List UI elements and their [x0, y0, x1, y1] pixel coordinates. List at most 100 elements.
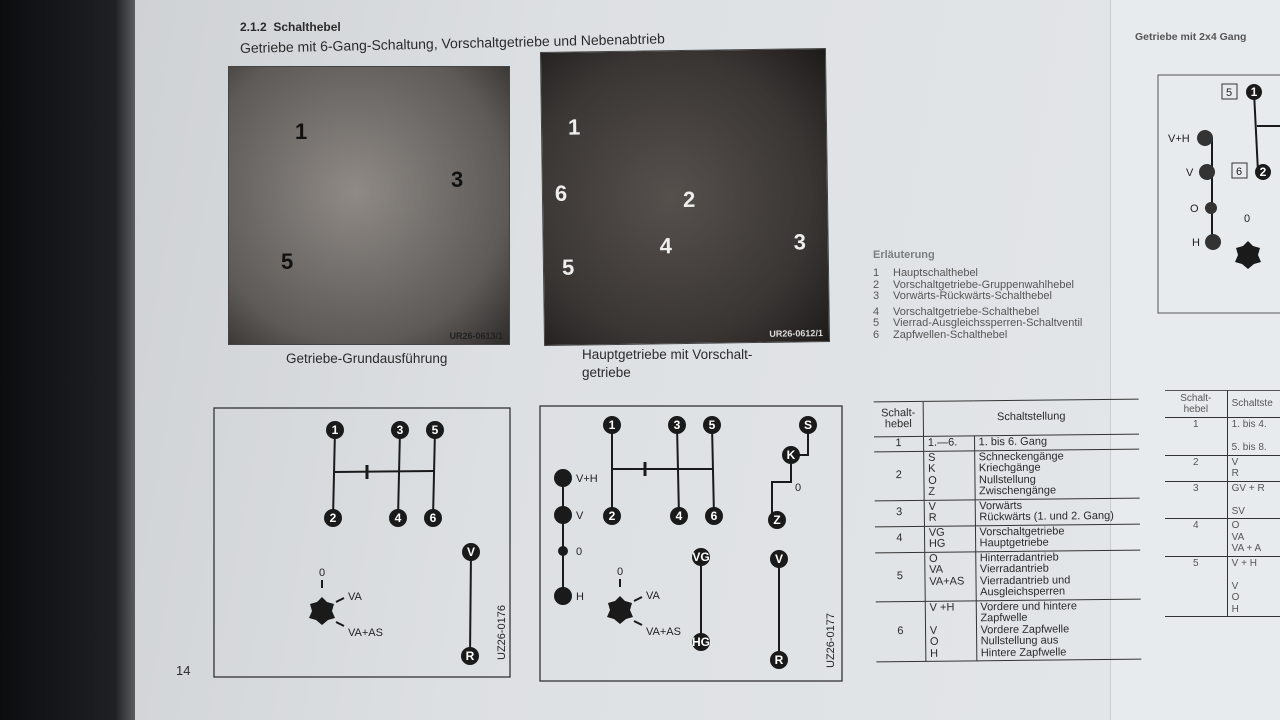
group-z-marker: Z [768, 511, 786, 529]
svg-text:5: 5 [432, 423, 439, 437]
svg-text:R: R [466, 649, 475, 663]
legend-text: Vorschaltgetriebe-Schalthebel [893, 305, 1040, 318]
svg-text:3: 3 [674, 418, 681, 432]
gear-1-marker: 1 [603, 416, 621, 434]
section-number: 2.1.2 [240, 20, 267, 34]
knob-label: 0 [1244, 213, 1250, 225]
gear-2-marker: 2 [603, 507, 621, 525]
pto-label: V+H [1168, 133, 1190, 145]
svg-text:1: 1 [609, 418, 616, 432]
legend-text: Vierrad-Ausgleichssperren-Schaltventil [893, 317, 1083, 329]
lever-cell: 4 [1165, 518, 1228, 557]
knob-label: VA+AS [348, 627, 383, 639]
photo-label: 1 [295, 119, 308, 144]
lever-cell: 3 [874, 499, 925, 527]
legend-number: 4 [873, 305, 880, 318]
position-cell: 1.—6. [923, 435, 975, 451]
reverse-marker: R [770, 651, 788, 669]
legend-number: 3 [873, 290, 880, 302]
svg-text:V: V [576, 510, 584, 522]
gear-4-marker: 4 [389, 509, 407, 527]
svg-text:V: V [775, 552, 783, 566]
svg-text:V: V [467, 545, 475, 559]
lever-cell: 2 [1165, 455, 1228, 482]
section-title: Schalthebel [273, 20, 341, 34]
position-cell: VG HG [924, 525, 976, 552]
pto-markers: V+H V 0 H [554, 469, 598, 605]
lever-cell: 1 [1165, 417, 1228, 456]
description-cell: Vorschaltgetriebe Hauptgetriebe [974, 523, 1141, 552]
boxed-label: 5 [1226, 87, 1232, 99]
gear-label: 1 [1251, 85, 1258, 99]
photo-caption: Getriebe-Grundausführung [286, 351, 448, 366]
forward-marker: V [462, 543, 480, 561]
legend-item: 4 Vorschaltgetriebe-Schalthebel [873, 305, 1082, 319]
photo-caption: Hauptgetriebe mit Vorschalt-getriebe [582, 346, 752, 382]
svg-text:HG: HG [692, 635, 710, 649]
diagram-basic-gearbox: 1 2 3 4 5 6 V R 0 VA VA+AS UZ26-0176 [213, 407, 511, 678]
group-s-marker: S [799, 416, 817, 434]
diagram-auxiliary-gearbox: 1 2 3 4 5 6 S K 0 Z V+H V 0 H VG HG V R … [539, 405, 843, 682]
lever-cell: 3 [1165, 481, 1228, 519]
pto-label: V [1186, 167, 1194, 179]
legend-item: 5 Vierrad-Ausgleichssperren-Schaltventil [873, 317, 1083, 330]
legend-item: 6 Zapfwellen-Schalthebel [873, 328, 1082, 342]
position-cell: V + H V O H [1227, 556, 1280, 617]
knob-label: VA [348, 591, 363, 603]
range-vg-marker: VG [692, 548, 710, 566]
gear-5-marker: 5 [426, 421, 444, 439]
lever-cell: 5 [1165, 556, 1228, 617]
diff-lock-knob-icon [1235, 241, 1261, 269]
gear-label: 2 [1260, 165, 1267, 179]
gear-4-marker: 4 [670, 507, 688, 525]
section-heading: 2.1.2 Schalthebel [240, 20, 341, 34]
lever-cell: 4 [874, 525, 925, 553]
svg-text:K: K [787, 448, 796, 462]
lever-cell: 1 [874, 436, 924, 452]
svg-text:6: 6 [711, 509, 718, 523]
pto-label: H [1192, 237, 1200, 249]
gear-2-marker: 2 [324, 509, 342, 527]
legend-text: Vorwärts-Rückwärts-Schalthebel [893, 290, 1052, 302]
svg-text:1: 1 [332, 423, 339, 437]
position-cell: V R [923, 499, 975, 526]
svg-text:S: S [804, 418, 812, 432]
forward-marker: V [770, 550, 788, 568]
position-cell: O VA VA+AS [924, 551, 976, 601]
svg-text:H: H [576, 591, 584, 603]
right-page-title: Getriebe mit 2x4 Gang [1135, 31, 1247, 43]
diagram-2x4-gearbox: 5 6 1 2 V+H V O H 0 [1157, 74, 1280, 314]
legend-item: 3 Vorwärts-Rückwärts-Schalthebel [873, 290, 1082, 303]
position-cell: O VA VA + A [1227, 518, 1280, 557]
legend-number: 5 [873, 317, 880, 329]
svg-text:V+H: V+H [576, 473, 598, 485]
photo-label: 3 [451, 167, 464, 192]
caption-line: getriebe [582, 365, 631, 380]
legend-number: 6 [873, 328, 880, 341]
knob-label: VA+AS [646, 626, 681, 638]
svg-text:2: 2 [330, 511, 337, 525]
photo-basic-gearbox: 1 3 5 UR26-0613/1 [228, 66, 510, 345]
position-cell: 1. bis 4. 5. bis 8. [1227, 417, 1280, 456]
diff-lock-knob-icon [309, 597, 335, 625]
svg-text:5: 5 [709, 418, 716, 432]
legend-text: Zapfwellen-Schalthebel [893, 328, 1008, 341]
position-cell: GV + R SV [1227, 481, 1280, 519]
svg-text:4: 4 [676, 509, 683, 523]
legend-text: Hauptschalthebel [893, 267, 979, 279]
background-edge [0, 0, 135, 720]
legend-number: 1 [873, 267, 880, 279]
diagram-code: UZ26-0177 [825, 613, 837, 668]
knob-label: VA [646, 590, 661, 602]
